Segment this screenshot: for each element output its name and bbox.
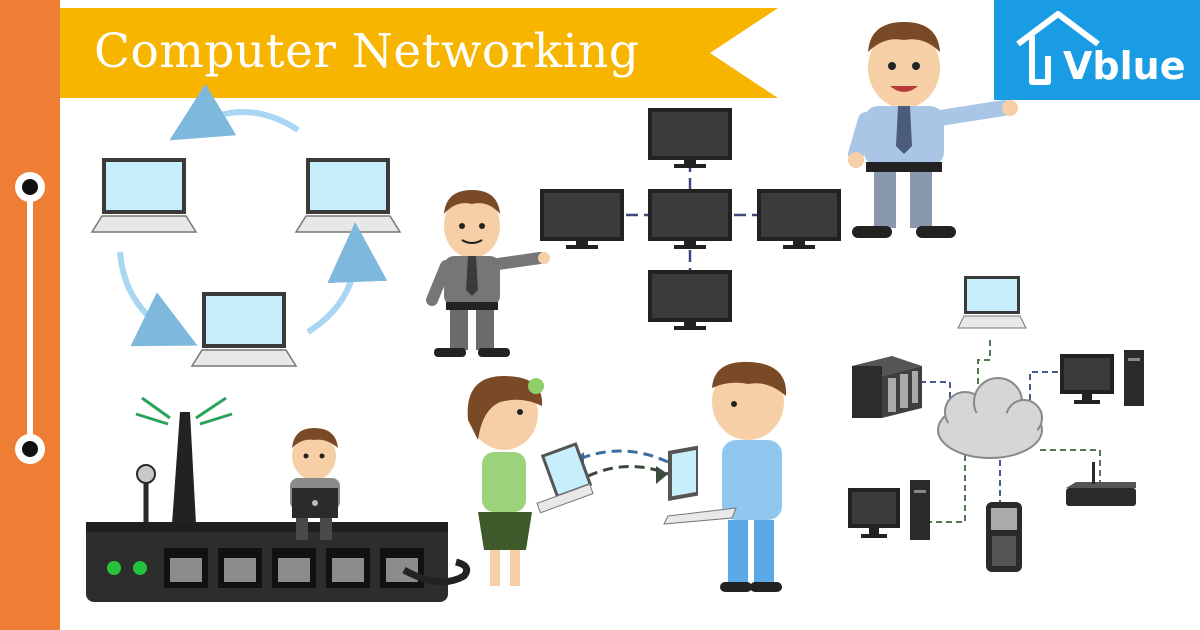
slider-top-knob[interactable]	[15, 172, 45, 202]
laptop-icon	[957, 276, 1027, 329]
cloud-icon	[937, 377, 1043, 459]
laptop-icon	[536, 442, 594, 514]
router-icon	[1066, 462, 1136, 506]
ethernet-port	[380, 548, 424, 588]
monitor-icon	[648, 108, 732, 168]
router-device	[86, 396, 471, 602]
monitor-icon	[648, 270, 732, 330]
sidebar-strip	[0, 0, 60, 630]
mesh-network	[848, 276, 1144, 572]
banner-ribbon	[60, 8, 778, 98]
logo[interactable]	[994, 0, 1200, 100]
desktop-computer-icon	[1060, 350, 1144, 406]
presenter-character	[848, 22, 1018, 238]
star-network	[540, 108, 841, 330]
monitor-icon	[648, 189, 732, 249]
ethernet-port	[272, 548, 316, 588]
page-title: Computer Networking	[94, 24, 640, 79]
slider-track[interactable]	[27, 187, 33, 449]
monitor-icon	[540, 189, 624, 249]
laptop-icon	[663, 445, 737, 525]
arrow-icon	[571, 449, 669, 464]
peer-to-peer-exchange	[467, 361, 787, 592]
presenter-character	[426, 190, 550, 357]
slider-bottom-knob[interactable]	[15, 434, 45, 464]
laptop-icon	[294, 158, 402, 233]
arrow-icon	[169, 83, 300, 141]
laptop-icon	[90, 158, 198, 233]
phone-icon	[986, 502, 1022, 572]
ethernet-port	[164, 548, 208, 588]
ring-network	[90, 83, 402, 367]
logo-text: Vblue	[1063, 44, 1186, 88]
desktop-computer-icon	[848, 480, 930, 540]
server-icon	[852, 356, 922, 418]
ethernet-port	[326, 548, 370, 588]
arrow-icon	[117, 251, 198, 347]
title-banner: Computer Networking	[60, 8, 780, 98]
monitor-icon	[757, 189, 841, 249]
house-icon	[1016, 11, 1100, 85]
laptop-icon	[190, 292, 298, 367]
arrow-icon	[306, 222, 388, 335]
ethernet-port	[218, 548, 262, 588]
